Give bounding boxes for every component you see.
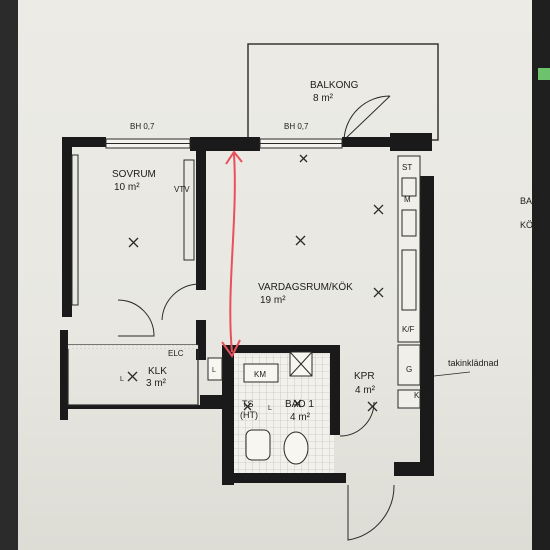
kpr-door-swing <box>339 401 375 437</box>
l-marker-2: L <box>212 367 216 374</box>
vardagsrum-name: VARDAGSRUM/KÖK <box>258 281 353 293</box>
kpr-area: 4 m² <box>355 385 376 396</box>
st-label: ST <box>402 163 412 172</box>
l-marker-1: L <box>120 376 124 383</box>
room-markers <box>127 154 384 412</box>
kpr-name: KPR <box>354 371 375 382</box>
l-marker-3: L <box>268 405 272 412</box>
bad-name: BAD 1 <box>285 399 314 410</box>
kh-label: KH <box>414 391 425 400</box>
balcony-outline <box>247 43 439 141</box>
photo-edge <box>0 0 22 550</box>
elc-label: ELC <box>168 349 184 358</box>
windows <box>105 138 343 149</box>
wardrobe-lines <box>71 154 195 306</box>
photo-right-edge <box>532 0 550 550</box>
sovrum-name: SOVRUM <box>112 169 156 180</box>
kf-label: K/F <box>402 325 415 334</box>
takinkladnad-leader <box>433 371 471 377</box>
takinkladnad-label: takinklädnad <box>448 358 499 368</box>
bad-area: 4 m² <box>290 412 311 423</box>
balkong-name: BALKONG <box>310 80 359 91</box>
klk-area: 3 m² <box>146 378 167 389</box>
ba-label: BA <box>520 196 532 206</box>
vardagsrum-area: 19 m² <box>260 295 286 306</box>
green-highlight <box>538 68 550 80</box>
balkong-area: 8 m² <box>313 93 334 104</box>
bedroom-door-swing <box>161 283 199 321</box>
bathroom-fixtures <box>207 351 313 465</box>
ts-label: TS <box>242 399 254 409</box>
red-arrow <box>221 150 243 358</box>
bh-left-label: BH 0,7 <box>130 122 155 131</box>
bh-right-label: BH 0,7 <box>284 122 309 131</box>
g-label: G <box>406 365 412 374</box>
balcony-door-swing <box>343 95 391 141</box>
klk-name: KLK <box>148 366 167 377</box>
klk-stipple <box>68 345 198 349</box>
entrance-door-swing <box>347 484 395 541</box>
ht-label: (HT) <box>240 410 258 420</box>
m-label: M <box>404 195 411 204</box>
ko-label: KÖ <box>520 220 533 230</box>
walls <box>60 133 434 485</box>
km-label: KM <box>254 370 266 379</box>
klk-door-swing <box>117 299 155 337</box>
kitchen-counter <box>397 155 421 409</box>
sovrum-area: 10 m² <box>114 182 140 193</box>
vtv-label: VTV <box>174 185 190 194</box>
